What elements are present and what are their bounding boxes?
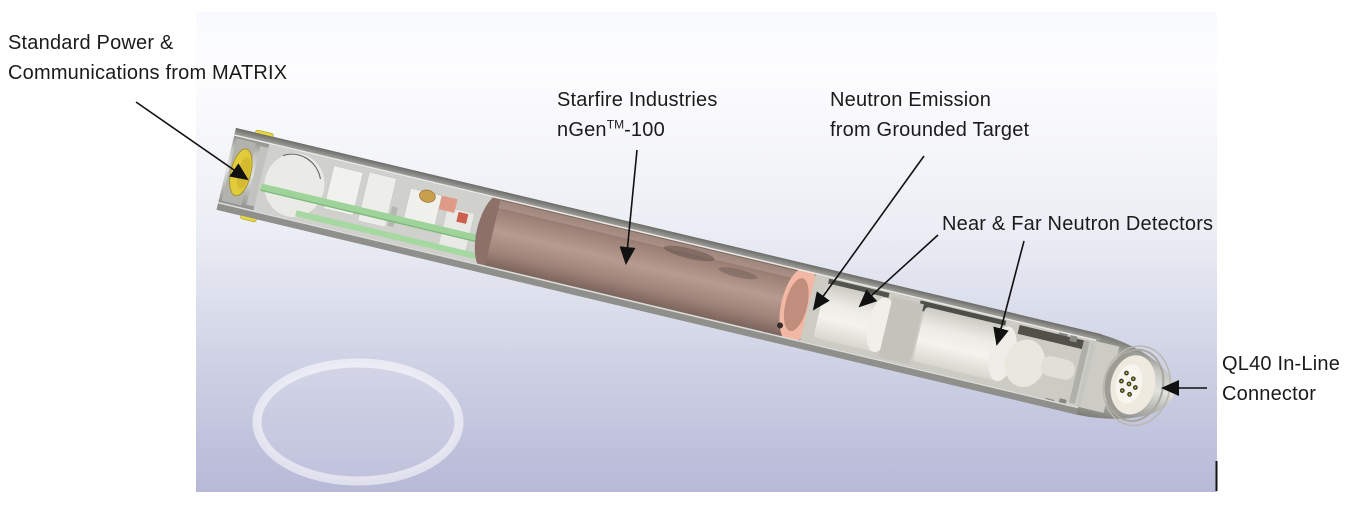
generator-product-name: nGen	[557, 119, 607, 141]
label-neutron-emission-line2: from Grounded Target	[830, 119, 1030, 141]
arrow-generator	[619, 149, 638, 265]
coil-component	[419, 189, 436, 203]
generator-model-suffix: -100	[624, 119, 665, 141]
label-ql40-line1: QL40 In-Line	[1222, 353, 1341, 375]
pcb-rail-upper	[260, 183, 490, 244]
label-generator-line1: Starfire Industries	[557, 89, 718, 111]
nose-cone	[1043, 325, 1171, 427]
arrow-neutron-emission	[812, 155, 925, 311]
arrow-far-detector	[993, 240, 1025, 346]
label-neutron-emission: Neutron Emission from Grounded Target	[830, 85, 1029, 145]
ngen-generator-body	[474, 194, 804, 343]
backdrop-reflection-ring	[252, 358, 464, 486]
label-neutron-emission-line1: Neutron Emission	[830, 89, 992, 111]
label-generator-line2: nGenTM-100	[557, 115, 718, 145]
housing-walls	[216, 128, 1102, 415]
pcb-rail-lower	[295, 210, 486, 262]
salmon-component	[438, 195, 458, 213]
detector-end-ball	[1004, 339, 1046, 388]
generator-trademark: TM	[606, 117, 625, 132]
label-standard-power: Standard Power & Communications from MAT…	[8, 28, 287, 88]
label-detectors-text: Near & Far Neutron Detectors	[942, 213, 1214, 235]
ql40-connector-face	[1110, 355, 1156, 415]
render-backdrop	[196, 12, 1218, 492]
electronics-section	[253, 144, 499, 265]
label-ql40-connector: QL40 In-Line Connector	[1222, 349, 1340, 409]
label-standard-power-line1: Standard Power &	[8, 32, 174, 54]
red-component	[456, 211, 469, 224]
label-detectors: Near & Far Neutron Detectors	[942, 209, 1213, 239]
backdrop-corner-tick	[1215, 461, 1218, 491]
arrow-standard-power	[135, 101, 249, 181]
connector-stem	[1040, 356, 1075, 380]
arrow-near-detector	[858, 234, 939, 308]
label-standard-power-line2: Communications from MATRIX	[8, 62, 288, 84]
label-generator: Starfire Industries nGenTM-100	[557, 85, 718, 145]
label-ql40-line2: Connector	[1222, 383, 1317, 405]
tool-cutaway	[216, 128, 1175, 427]
connector-pins	[1119, 370, 1138, 397]
annotation-arrows	[135, 101, 1207, 396]
